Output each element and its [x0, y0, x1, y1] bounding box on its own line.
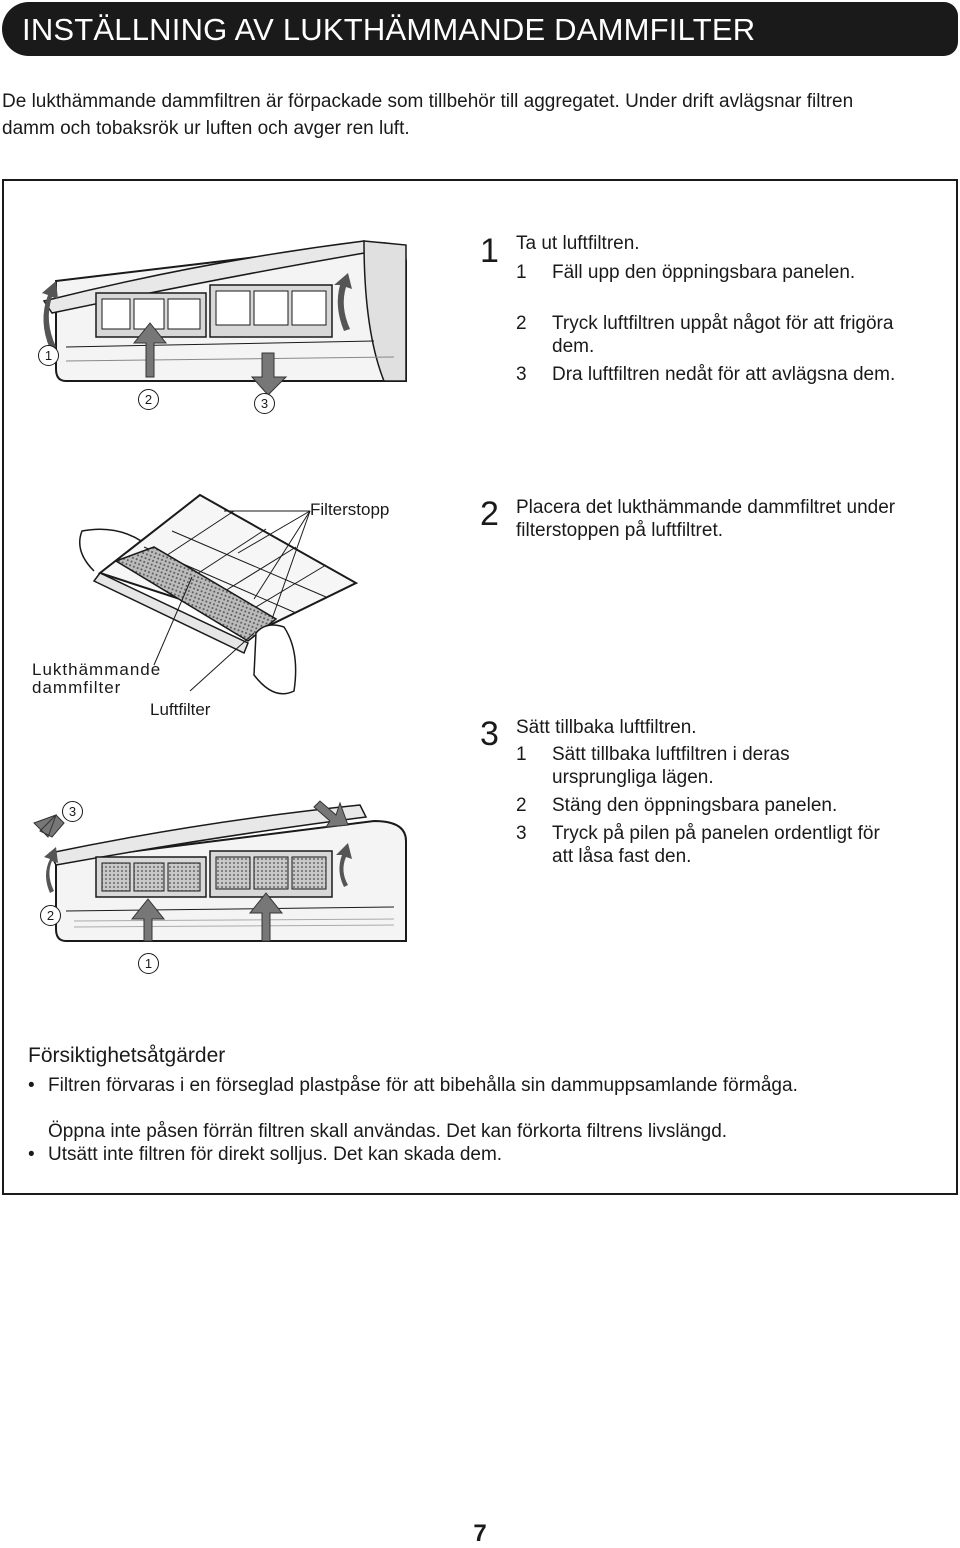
intro-text: De lukthämmande dammfiltren är förpackad… — [2, 91, 854, 139]
substep-number: 3 — [516, 364, 527, 385]
airfilter-label: Luftfilter — [150, 700, 211, 719]
step2-filter-illustration — [79, 493, 359, 695]
substep-number: 1 — [516, 744, 527, 765]
filterstopp-label: Filterstopp — [310, 500, 390, 519]
step1-number: 1 — [480, 232, 499, 270]
step3-substep: 3 Tryck på pilen på panelen ordentligt f… — [516, 822, 896, 868]
substep-text: Tryck luftfiltren uppåt något för att fr… — [552, 313, 894, 357]
step1-marker-2: 2 — [138, 389, 159, 410]
step1-substep: 1 Fäll upp den öppningsbara panelen. — [516, 261, 896, 284]
step1-title: Ta ut luftfiltren. — [516, 233, 640, 254]
step1-marker-1: 1 — [38, 345, 59, 366]
instruction-frame: 1 2 3 1 Ta ut luftfiltren. 1 Fäll upp de… — [2, 179, 958, 1195]
precaution-item: • Filtren förvaras i en förseglad plastp… — [28, 1074, 828, 1097]
step3-substep: 1 Sätt tillbaka luftfiltren i deras ursp… — [516, 743, 896, 789]
substep-number: 3 — [516, 823, 527, 844]
step3-marker-3: 3 — [62, 801, 83, 822]
illustrations — [33, 240, 407, 942]
step2-number: 2 — [480, 495, 499, 533]
step3-title: Sätt tillbaka luftfiltren. — [516, 717, 697, 738]
precaution-text: Öppna inte påsen förrän filtren skall an… — [48, 1121, 728, 1142]
step3-marker-2: 2 — [40, 905, 61, 926]
substep-text: Sätt tillbaka luftfiltren i deras urspru… — [552, 744, 790, 788]
step2-title: Placera det lukthämmande dammfiltret und… — [516, 497, 896, 541]
substep-number: 1 — [516, 262, 527, 283]
substep-text: Fäll upp den öppningsbara panelen. — [552, 262, 856, 283]
substep-text: Stäng den öppningsbara panelen. — [552, 795, 838, 816]
deodorizing-filter-label: Lukthämmande dammfilter — [32, 660, 162, 697]
substep-text: Dra luftfiltren nedåt för att avlägsna d… — [552, 364, 896, 385]
step3-number: 3 — [480, 715, 499, 753]
precaution-item: • Utsätt inte filtren för direkt solljus… — [28, 1143, 828, 1166]
substep-number: 2 — [516, 795, 527, 816]
precaution-text: Utsätt inte filtren för direkt solljus. … — [48, 1144, 503, 1165]
precaution-item: Öppna inte påsen förrän filtren skall an… — [28, 1120, 828, 1143]
bullet-dot: • — [28, 1075, 35, 1096]
substep-text: Tryck på pilen på panelen ordentligt för… — [552, 823, 880, 867]
title-bar: INSTÄLLNING AV LUKTHÄMMANDE DAMMFILTER — [2, 2, 958, 56]
step1-substep: 3 Dra luftfiltren nedåt för att avlägsna… — [516, 363, 896, 386]
step1-marker-3: 3 — [254, 393, 275, 414]
page-title: INSTÄLLNING AV LUKTHÄMMANDE DAMMFILTER — [22, 12, 756, 47]
step3-marker-1: 1 — [138, 953, 159, 974]
precautions-title: Försiktighetsåtgärder — [28, 1044, 226, 1067]
substep-number: 2 — [516, 313, 527, 334]
precaution-text: Filtren förvaras i en förseglad plastpås… — [48, 1075, 798, 1096]
step3-unit-illustration — [33, 800, 407, 942]
step1-substep: 2 Tryck luftfiltren uppåt något för att … — [516, 312, 896, 358]
page-number: 7 — [473, 1520, 487, 1547]
bullet-dot: • — [28, 1144, 35, 1165]
step3-substep: 2 Stäng den öppningsbara panelen. — [516, 794, 896, 817]
step1-unit-illustration — [42, 240, 407, 396]
